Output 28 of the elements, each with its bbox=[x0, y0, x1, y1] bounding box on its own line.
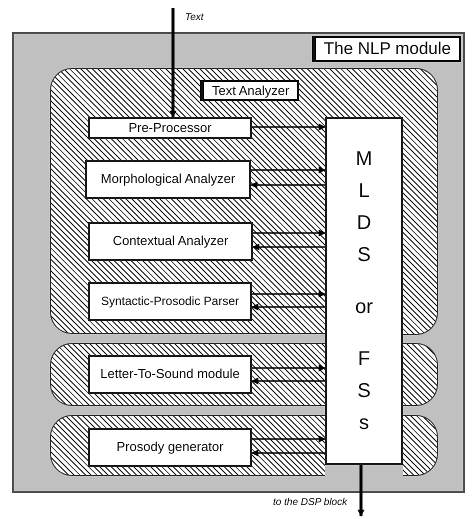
process-box: Syntactic-Prosodic Parser bbox=[88, 282, 252, 321]
column-text: FSs bbox=[356, 347, 372, 436]
data-structure-column bbox=[325, 117, 403, 465]
arrow bbox=[251, 450, 325, 456]
arrow bbox=[170, 8, 176, 118]
arrow bbox=[250, 182, 325, 188]
group-title: Text Analyzer bbox=[200, 80, 300, 101]
process-box: Letter-To-Sound module bbox=[88, 355, 252, 394]
arrow bbox=[252, 290, 326, 298]
arrow bbox=[358, 465, 364, 517]
edge-label: to the DSP block bbox=[273, 497, 348, 508]
arrow bbox=[252, 436, 326, 442]
arrow bbox=[253, 230, 326, 236]
arrow bbox=[252, 244, 325, 250]
arrow bbox=[251, 304, 325, 310]
module-panel bbox=[12, 32, 465, 493]
arrow bbox=[251, 378, 325, 384]
column-text: or bbox=[354, 295, 374, 320]
panel-title: The NLP module bbox=[312, 36, 461, 62]
arrow bbox=[252, 364, 326, 372]
process-box: Prosody generator bbox=[88, 428, 252, 467]
arrow bbox=[251, 166, 326, 174]
process-box: Contextual Analyzer bbox=[88, 222, 253, 261]
process-box: Morphological Analyzer bbox=[85, 160, 251, 199]
edge-label: Text bbox=[185, 12, 204, 23]
column-text: MLDS bbox=[354, 147, 374, 268]
arrow bbox=[252, 124, 326, 130]
process-box: Pre-Processor bbox=[88, 117, 252, 139]
